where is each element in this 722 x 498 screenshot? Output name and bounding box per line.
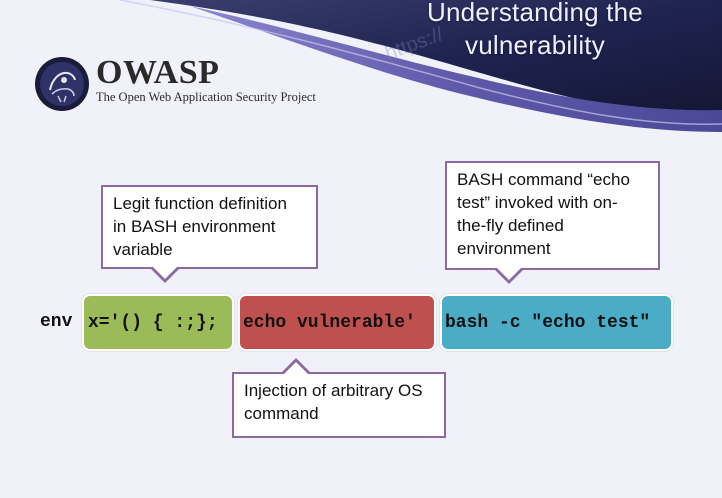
slide-title-line2: vulnerability (465, 30, 605, 60)
callout-pointer-fill (497, 268, 521, 280)
header-swoosh-graphic: https:// (119, 0, 722, 132)
callout-text-line: test” invoked with on- (457, 193, 618, 212)
callout-text-line: BASH command “echo (457, 170, 630, 189)
code-segment-command: bash -c "echo test" (440, 294, 673, 351)
logo-subtitle: The Open Web Application Security Projec… (96, 90, 316, 104)
code-env-keyword: env (40, 312, 84, 332)
callout-text-line: environment (457, 239, 551, 258)
owasp-logo-icon (35, 57, 89, 111)
callout-text-line: command (244, 404, 319, 423)
callout-text-line: the-fly defined (457, 216, 564, 235)
callout-function-definition: Legit function definition in BASH enviro… (101, 185, 318, 283)
callout-text-line: Legit function definition (113, 194, 287, 213)
callout-text-line: Injection of arbitrary OS (244, 381, 423, 400)
callout-text-line: variable (113, 240, 173, 259)
callout-injection: Injection of arbitrary OS command (232, 358, 446, 438)
callout-pointer-fill (284, 362, 308, 374)
code-segment-injection: echo vulnerable' (238, 294, 436, 351)
code-segment-function-text: x='() { :;}; (88, 312, 218, 333)
slide-title: Understanding the vulnerability (405, 0, 665, 62)
callout-text-line: in BASH environment (113, 217, 276, 236)
code-segment-function: x='() { :;}; (82, 294, 234, 351)
logo-wordmark: OWASP (96, 54, 220, 91)
callout-pointer-fill (153, 267, 177, 279)
code-segment-injection-text: echo vulnerable' (243, 312, 416, 333)
code-segment-command-text: bash -c "echo test" (445, 312, 651, 333)
callout-bash-command: BASH command “echo test” invoked with on… (445, 161, 660, 284)
slide-title-line1: Understanding the (427, 0, 643, 27)
